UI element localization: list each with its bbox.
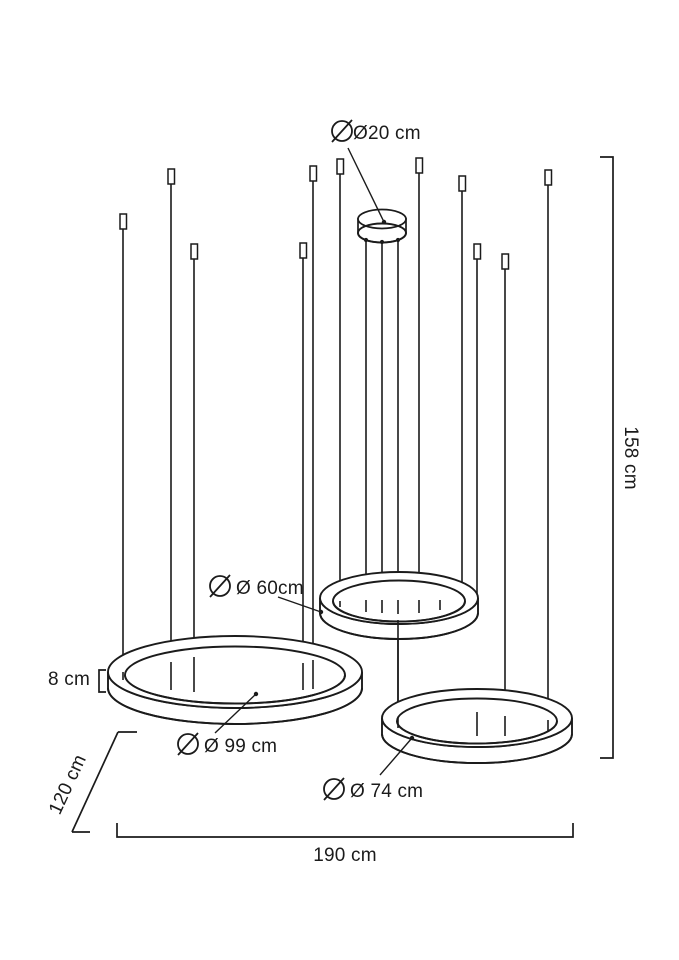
cable-10 [501,253,510,718]
cable-9 [473,243,482,612]
cable-6 [336,158,345,605]
dimension-canopy-diameter: Ø20 cm [331,119,421,225]
diameter-icon-medium [209,574,231,598]
dimension-ring-small-diameter: Ø 74 cm [323,735,423,802]
cable-4 [299,242,308,663]
dimension-total-width: 190 cm [116,823,574,866]
ring-medium-diameter-label: Ø 60cm [236,578,304,599]
suspension-cables-group [119,157,553,722]
dimension-band-height: 8 cm [48,669,106,693]
cable-11 [544,169,553,722]
ceiling-canopy [357,208,407,720]
cable-1 [119,213,128,672]
diameter-icon-canopy [331,119,353,143]
cable-2 [167,168,176,662]
dimension-ring-large-diameter: Ø 99 cm [177,691,277,757]
ring-medium-60cm [319,571,479,640]
cable-7 [415,157,424,600]
dimension-ring-medium-diameter: Ø 60cm [209,574,324,615]
band-height-label: 8 cm [48,669,90,690]
diameter-icon-small [323,777,345,801]
cable-5 [309,165,318,660]
ring-large-99cm [107,635,363,725]
diameter-icon-large [177,732,199,756]
dimension-total-height: 158 cm [600,156,641,759]
total-width-label: 190 cm [313,845,377,866]
cable-3 [190,243,199,657]
total-height-label: 158 cm [620,426,641,490]
canopy-diameter-label: Ø20 cm [353,123,421,144]
ring-small-74cm [381,688,573,764]
ring-large-diameter-label: Ø 99 cm [204,736,277,757]
cable-8 [458,175,467,608]
ring-small-diameter-label: Ø 74 cm [350,781,423,802]
